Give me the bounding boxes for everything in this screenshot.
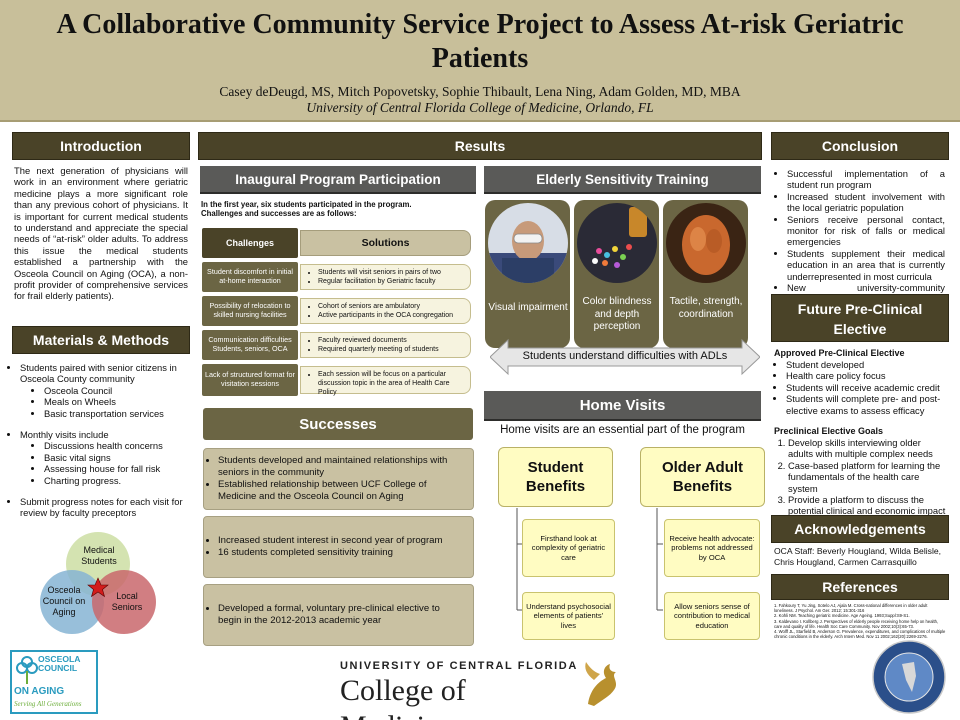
solution-cell: Students will visit seniors in pairs of … [300,264,471,290]
conclusion-heading: Conclusion [771,132,949,160]
home-visits-heading: Home Visits [484,391,761,421]
benefit-connectors [516,508,663,611]
conclusion-item: Students supplement their medical educat… [787,248,945,282]
approved-item: Students will complete pre- and post-ele… [786,393,946,416]
card-label-visual: Visual impairment [488,302,568,313]
arrow-text: Students understand difficulties with AD… [522,350,728,362]
acknowledgements-text: OCA Staff: Beverly Hougland, Wilda Belis… [774,546,942,567]
reference-item: 4. Wolff JL, Starfield B, Anderson G. Pr… [774,629,946,640]
conclusion-list: Successful implementation of a student r… [775,168,945,305]
solution-cell: Cohort of seniors are ambulatoryActive p… [300,298,471,324]
conclusion-item: Seniors receive personal contact, monito… [787,214,945,248]
pills-photo [577,203,657,283]
venn-label-seniors: Local Seniors [111,591,143,612]
goal-item: Case-based platform for learning the fun… [788,460,946,494]
solution-cell: Faculty reviewed documentsRequired quart… [300,332,471,358]
pegasus-logo-icon [585,662,616,706]
inaugural-intro: In the first year, six students particip… [201,200,412,219]
home-visits-subtitle: Home visits are an essential part of the… [500,424,745,436]
approved-item: Students will receive academic credit [786,382,946,393]
future-content: Approved Pre-Clinical Elective Student d… [774,348,946,528]
poster-authors: Casey deDeugd, MS, Mitch Popovetsky, Sop… [219,84,741,99]
success-box: Increased student interest in second yea… [203,516,474,578]
medical-center-seal-icon [872,640,946,714]
challenge-cell: Lack of structured format for visitation… [202,364,298,396]
methods-item: Submit progress notes for each visit for… [20,496,194,519]
older-benefit-card: Receive health advocate: problems not ad… [664,519,760,577]
venn-label-council: Osceola Council on Aging [42,585,86,617]
methods-subitem: Discussions health concerns [44,440,194,451]
introduction-heading: Introduction [12,132,190,160]
poster-affiliation: University of Central Florida College of… [306,100,654,115]
approved-item: Student developed [786,359,946,370]
challenge-cell: Communication difficulties Students, sen… [202,330,298,360]
venn-label-students: Medical Students [81,545,117,566]
methods-subitem: Charting progress. [44,475,194,486]
methods-list: Students paired with senior citizens in … [8,362,194,519]
venn-circle-seniors [92,570,156,634]
oca-logo-line3: ON AGING [14,686,65,697]
ucf-university-text: UNIVERSITY OF CENTRAL FLORIDA [340,660,578,672]
solutions-header: Solutions [300,230,471,256]
methods-subitem: Assessing house for fall risk [44,463,194,474]
poster-header [0,0,960,122]
methods-heading: Materials & Methods [12,326,190,354]
venn-circle-council [40,570,104,634]
student-benefits-title: Student Benefits [498,447,613,507]
references-list: 1. Fahkoury T, Yu Jing, Sotelo AJ, Ajala… [774,603,946,639]
methods-subitem: Basic vital signs [44,452,194,463]
student-benefit-card: Firsthand look at complexity of geriatri… [522,519,615,577]
methods-subitem: Basic transportation services [44,408,194,419]
student-benefit-card: Understand psychosocial elements of pati… [522,592,615,640]
results-heading: Results [198,132,762,160]
older-benefit-card: Allow seniors sense of contribution to m… [664,592,760,640]
challenge-cell: Student discomfort in initial at-home in… [202,262,298,292]
successes-heading: Successes [203,408,473,440]
goggles-photo [488,203,568,283]
venn-diagram [40,532,156,634]
oca-tagline: Serving All Generations [14,700,82,708]
reference-item: 3. Kaldevano I. Kollberg J. Perspectives… [774,618,939,629]
older-adult-benefits-title: Older Adult Benefits [640,447,765,507]
star-icon [87,577,109,598]
future-heading: Future Pre-Clinical Elective [771,294,949,342]
oca-logo [10,650,98,714]
reference-item: 1. Fahkoury T, Yu Jing, Sotelo AJ, Ajala… [774,603,928,614]
conclusion-item: Increased student involvement with the l… [787,191,945,214]
success-box: Developed a formal, voluntary pre-clinic… [203,584,474,646]
conclusion-item: Successful implementation of a student r… [787,168,945,191]
success-box: Students developed and maintained relati… [203,448,474,510]
poster-title: A Collaborative Community Service Projec… [56,9,904,74]
introduction-text: The next generation of physicians will w… [14,165,188,302]
ucf-college-text: College of Medicine [340,674,466,720]
methods-bullets: Students paired with senior citizens in … [8,362,194,519]
methods-subitem: Meals on Wheels [44,396,194,407]
double-arrow-icon [490,338,760,376]
methods-item: Monthly visits include Discussions healt… [20,429,194,486]
approved-title: Approved Pre-Clinical Elective [774,348,905,358]
sensitivity-heading: Elderly Sensitivity Training [484,166,761,194]
methods-item: Students paired with senior citizens in … [20,362,194,419]
reference-item: 2. Kohli NM. Teaching geriatric medicine… [774,613,910,619]
approved-item: Health care policy focus [786,370,946,381]
oca-logo-text: OSCEOLA COUNCIL [38,654,81,674]
flower-logo-icon [16,656,38,684]
gloves-photo [666,203,746,283]
goals-title: Preclinical Elective Goals [774,426,884,437]
goal-item: Develop skills interviewing older adults… [788,437,946,460]
inaugural-heading: Inaugural Program Participation [200,166,476,194]
challenges-header: Challenges [202,228,298,258]
challenge-cell: Possibility of relocation to skilled nur… [202,296,298,326]
acknowledgements-heading: Acknowledgements [771,515,949,543]
methods-subitem: Osceola Council [44,385,194,396]
references-heading: References [771,574,949,600]
solution-cell: Each session will be focus on a particul… [300,366,471,396]
card-label-color: Color blindness and depth perception [582,296,652,332]
card-label-tactile: Tactile, strength, coordination [669,296,743,320]
